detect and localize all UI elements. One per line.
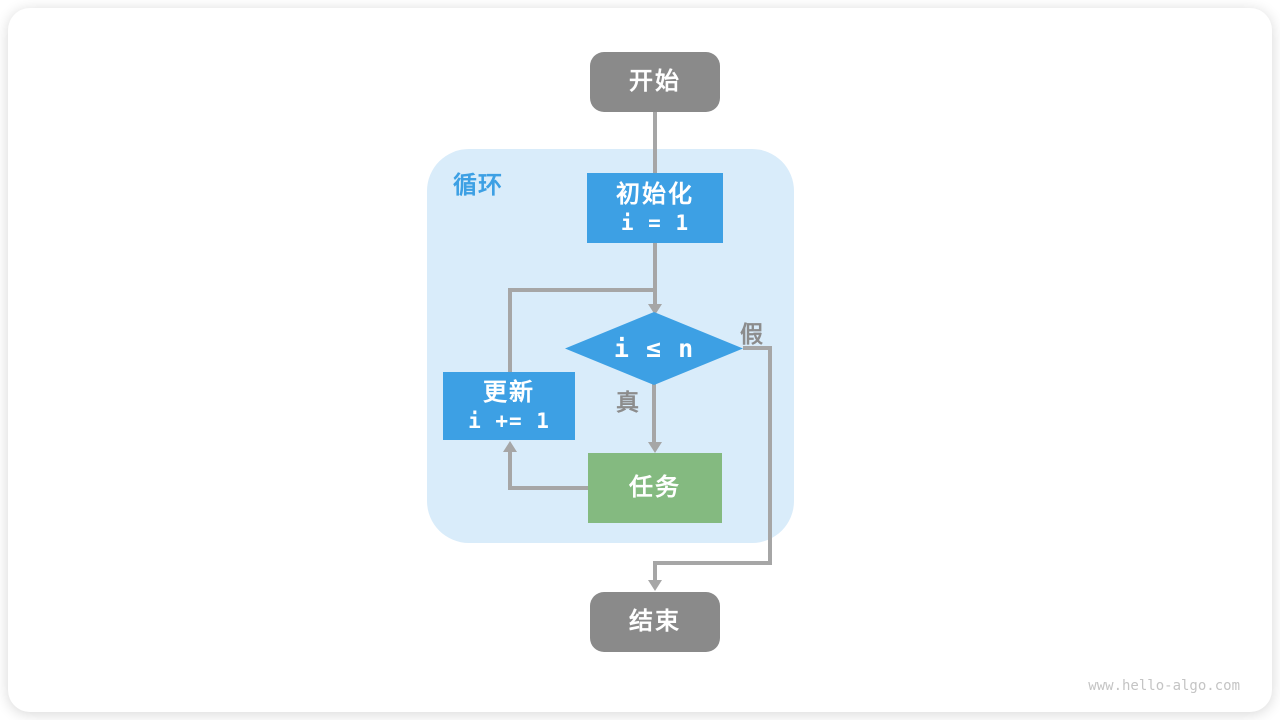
node-end-label: 结束	[629, 608, 681, 635]
watermark-url: www.hello-algo.com	[1088, 678, 1240, 694]
node-update-code: i += 1	[468, 408, 550, 433]
arrowhead-into-task	[648, 442, 662, 453]
node-start-label: 开始	[629, 68, 681, 95]
node-task-label: 任务	[629, 474, 681, 501]
node-end: 结束	[590, 592, 720, 652]
arrowhead-into-update	[503, 441, 517, 452]
edge-update-to-junction	[508, 288, 655, 372]
node-start: 开始	[590, 52, 720, 112]
arrowhead-into-condition	[648, 304, 662, 315]
node-update: 更新 i += 1	[443, 372, 575, 440]
node-initialize-code: i = 1	[620, 210, 690, 235]
edge-label-false: 假	[740, 321, 763, 347]
edge-task-to-update	[508, 451, 588, 490]
arrowhead-into-end	[648, 580, 662, 591]
node-initialize-title: 初始化	[616, 180, 694, 208]
node-update-title: 更新	[483, 378, 535, 406]
edge-label-true: 真	[616, 389, 639, 415]
edge-condition-to-end	[653, 346, 772, 581]
node-condition-code: i ≤ n	[613, 333, 695, 363]
node-initialize: 初始化 i = 1	[587, 173, 723, 243]
node-task: 任务	[588, 453, 722, 523]
loop-label: 循环	[453, 172, 503, 199]
